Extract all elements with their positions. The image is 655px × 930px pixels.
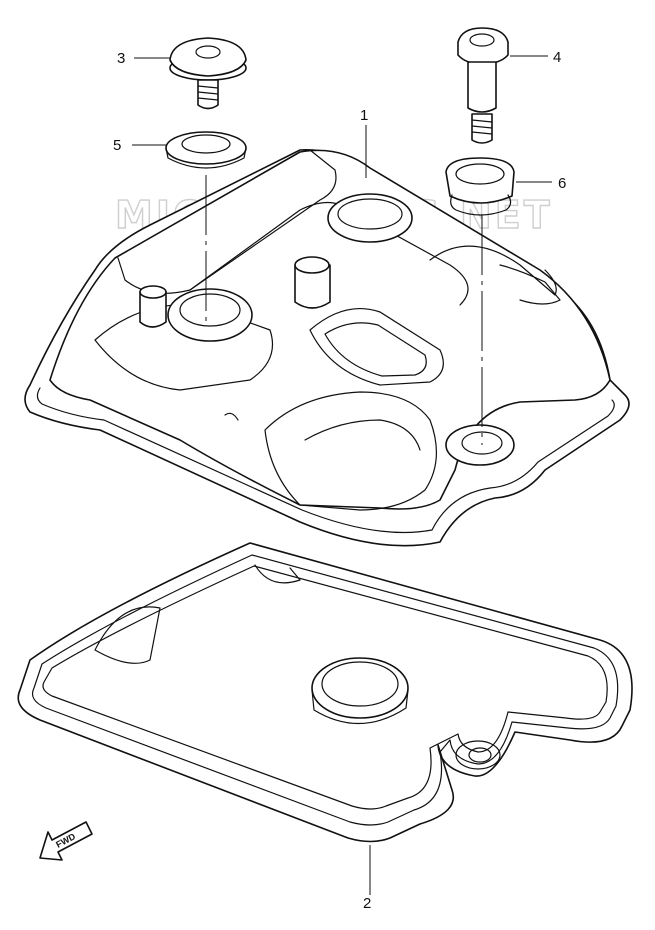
bolt-part-3 — [169, 37, 247, 110]
ring-seal-part-5 — [165, 131, 247, 169]
callout-5: 5 — [113, 137, 121, 154]
cover-gasket — [17, 542, 633, 843]
cylinder-head-cover — [24, 148, 630, 547]
callout-4: 4 — [553, 49, 561, 66]
callout-3: 3 — [117, 50, 125, 67]
fwd-arrow-icon: FWD — [39, 821, 93, 861]
callout-1: 1 — [360, 107, 368, 124]
bolt-part-4 — [457, 27, 509, 144]
callout-6: 6 — [558, 175, 566, 192]
grommet-part-6 — [445, 157, 515, 216]
callout-2: 2 — [363, 895, 371, 912]
